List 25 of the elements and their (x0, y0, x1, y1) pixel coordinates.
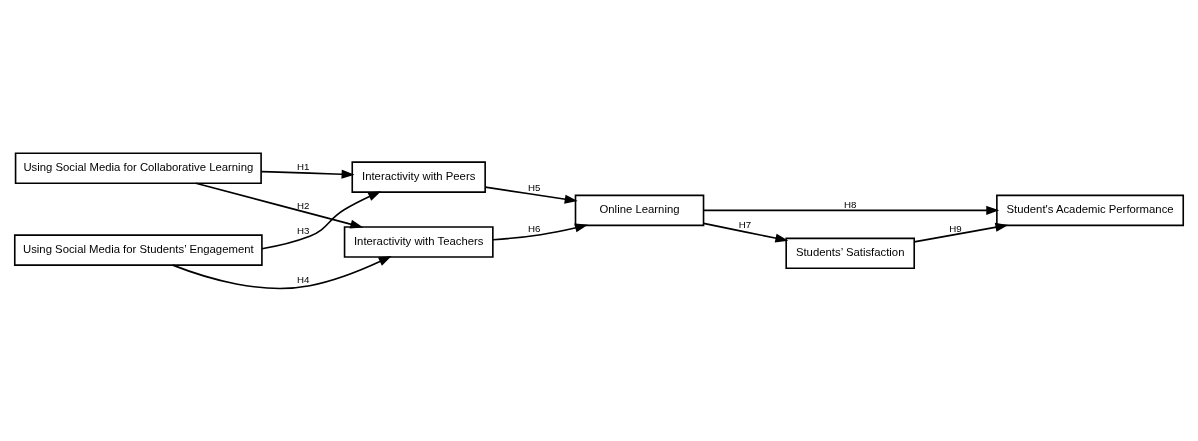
edge-label: H9 (949, 222, 962, 234)
node-box: Interactivity with Teachers (343, 225, 494, 258)
arrow (195, 181, 364, 229)
arrow (261, 190, 382, 249)
arrow (702, 205, 1000, 215)
edge-label: H4 (297, 273, 310, 285)
node-box: Online Learning (574, 194, 705, 226)
edge-label: H5 (527, 181, 541, 193)
edge-label: H2 (297, 199, 310, 211)
edge-label: H7 (738, 218, 752, 230)
edge-label: H1 (297, 160, 310, 172)
node-box: Student's Academic Performance (996, 194, 1185, 226)
node-box: Using Social Media for Students’ Engagement (13, 233, 263, 266)
edge-label: H6 (527, 222, 541, 234)
arrow (492, 222, 588, 240)
arrow (913, 222, 1009, 243)
arrow (702, 222, 789, 243)
edge-label: H8 (843, 198, 857, 210)
edge-label: H3 (297, 224, 310, 236)
node-box: Interactivity with Peers (351, 160, 486, 193)
arrow (171, 255, 392, 289)
arrow (260, 169, 355, 179)
node-box: Using Social Media for Collaborative Learning (14, 151, 262, 184)
node-box: Students’ Satisfaction (785, 237, 915, 269)
arrow (484, 185, 578, 204)
